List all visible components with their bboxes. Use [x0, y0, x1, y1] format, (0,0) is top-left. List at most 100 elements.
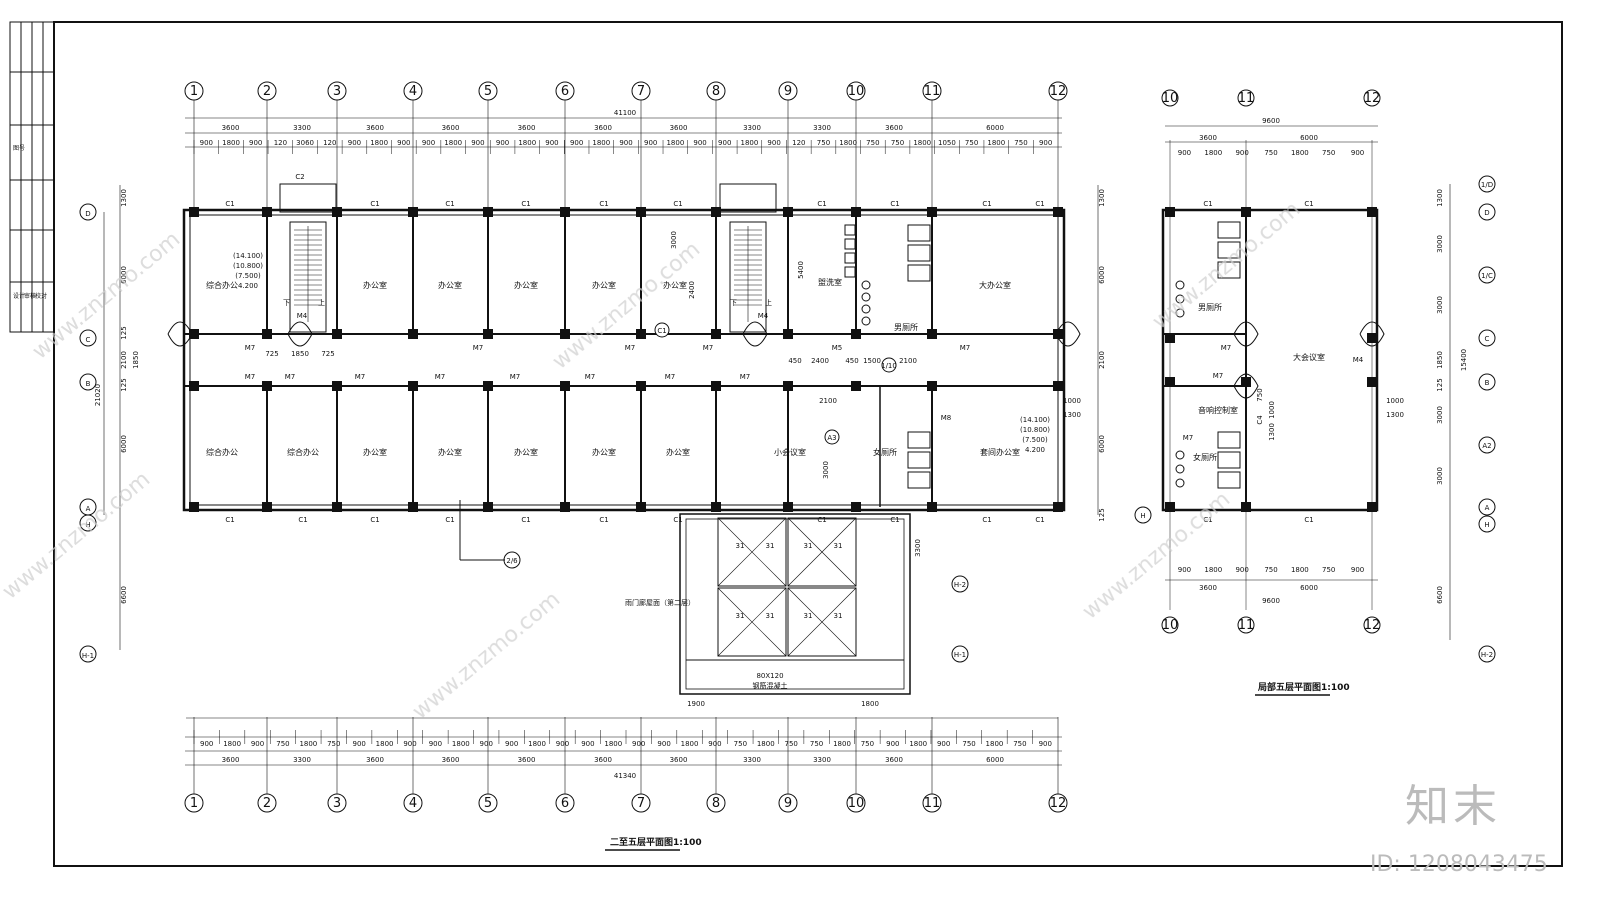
sub-dimension: 1800 — [604, 740, 622, 748]
bay-dimension: 3600 — [885, 124, 903, 132]
beam-label: 80X120 — [756, 672, 783, 680]
room-label: 大会议室 — [1293, 352, 1325, 362]
axis-bubble — [1478, 203, 1496, 221]
axis-label: C — [1485, 335, 1490, 343]
sub-dimension: 900 — [1351, 149, 1364, 157]
brand-logo: 知末 — [1405, 781, 1501, 832]
svg-text:www.znzmo.com: www.znzmo.com — [0, 467, 155, 605]
toilet-stall — [907, 451, 931, 469]
interior-dimension: 3000 — [670, 231, 678, 249]
window-tag: C1 — [599, 200, 608, 208]
sub-dimension: 900 — [1235, 566, 1248, 574]
structural-column — [783, 502, 793, 512]
door-swing — [1233, 373, 1259, 399]
axis-label: H-2 — [954, 581, 966, 589]
sub-dimension: 1800 — [757, 740, 775, 748]
interior-dimension: 1500 — [863, 357, 881, 365]
partial-plan-title: 局部五层平面图1:100 — [1258, 681, 1350, 693]
sub-dimension: 900 — [657, 740, 670, 748]
grid-mark: 31 — [766, 542, 775, 550]
canopy-outline — [679, 513, 911, 695]
sub-dimension: 1800 — [528, 740, 546, 748]
sub-dimension: 750 — [276, 740, 289, 748]
structural-column — [1165, 207, 1175, 217]
bay-dimension: 3600 — [222, 756, 240, 764]
toilet-stall — [907, 264, 931, 282]
sub-dimension: 900 — [249, 139, 262, 147]
door-swing — [1233, 321, 1259, 347]
structural-column — [189, 207, 199, 217]
bay-dimension: 3600 — [442, 756, 460, 764]
structural-column — [1367, 333, 1377, 343]
sub-dimension: 900 — [348, 139, 361, 147]
axis-bubble — [1363, 616, 1381, 634]
window-tag: C1 — [982, 200, 991, 208]
right-dimension: 6000 — [1098, 435, 1106, 453]
sub-dimension: 900 — [581, 740, 594, 748]
right-dimension: 2100 — [1098, 351, 1106, 369]
sub-dimension: 900 — [471, 139, 484, 147]
sub-dimension: 750 — [734, 740, 747, 748]
axis-label: A — [1485, 504, 1490, 512]
axis-label: D — [1484, 209, 1489, 217]
structural-column — [560, 381, 570, 391]
window-tag: C1 — [817, 516, 826, 524]
axis-label: 9 — [784, 796, 792, 811]
title-field: 校对 — [35, 292, 47, 300]
door-tag: M7 — [1213, 372, 1224, 380]
sub-dimension: 1800 — [666, 139, 684, 147]
axis-bubble — [1363, 89, 1381, 107]
room-label: 办公室 — [666, 447, 690, 457]
bay-dimension: 6000 — [986, 756, 1004, 764]
sub-dimension: 750 — [1322, 566, 1335, 574]
axis-label: 6 — [561, 796, 569, 811]
elevation-label: (10.800) — [1020, 426, 1050, 434]
window-tag: C1 — [521, 516, 530, 524]
right-dimension: 1000 — [1063, 397, 1081, 405]
canopy-label: 雨门廊屋面（第二层） — [625, 598, 695, 607]
bay-dimension: 3600 — [594, 756, 612, 764]
axis-label: 9 — [784, 84, 792, 99]
axis-label: 12 — [1050, 796, 1067, 811]
sink-fixture — [844, 224, 856, 236]
total-dimension: 9600 — [1262, 117, 1280, 125]
left-dimension: 6000 — [120, 435, 128, 453]
sub-dimension: 900 — [1178, 149, 1191, 157]
sub-dimension: 900 — [352, 740, 365, 748]
interior-dimension: 3000 — [822, 461, 830, 479]
sub-dimension: 1800 — [1204, 149, 1222, 157]
sub-dimension: 900 — [767, 139, 780, 147]
interior-dimension: 3300 — [914, 539, 922, 557]
interior-dimension: 750 — [1256, 388, 1264, 401]
structural-column — [927, 329, 937, 339]
interior-dimension: 2400 — [688, 281, 696, 299]
sub-dimension: 900 — [644, 139, 657, 147]
sheet-border — [53, 21, 1563, 867]
right-dimension: 3000 — [1436, 296, 1444, 314]
door-swing — [1055, 321, 1081, 347]
sub-dimension: 1800 — [444, 139, 462, 147]
axis-label: B — [86, 380, 91, 388]
elevation-label: (14.100) — [233, 252, 263, 260]
window-tag: C1 — [1304, 516, 1313, 524]
interior-dimension: 2100 — [819, 397, 837, 405]
sub-dimension: 1800 — [592, 139, 610, 147]
sub-dimension: 750 — [891, 139, 904, 147]
outer-wall — [1161, 208, 1379, 512]
grid-mark: 31 — [766, 612, 775, 620]
axis-label: A — [86, 505, 91, 513]
svg-text:www.znzmo.com: www.znzmo.com — [1078, 487, 1235, 625]
axis-label: 10 — [1162, 91, 1179, 106]
toilet-stall — [907, 224, 931, 242]
axis-label: H-1 — [954, 651, 966, 659]
bay-dimension: 3300 — [743, 124, 761, 132]
axis-label: 10 — [848, 84, 865, 99]
structural-column — [408, 207, 418, 217]
structural-column — [332, 329, 342, 339]
sub-dimension: 750 — [861, 740, 874, 748]
sub-dimension: 1800 — [833, 740, 851, 748]
structural-column — [1367, 377, 1377, 387]
room-label: 办公室 — [438, 280, 462, 290]
left-dimension: 1850 — [132, 351, 140, 369]
